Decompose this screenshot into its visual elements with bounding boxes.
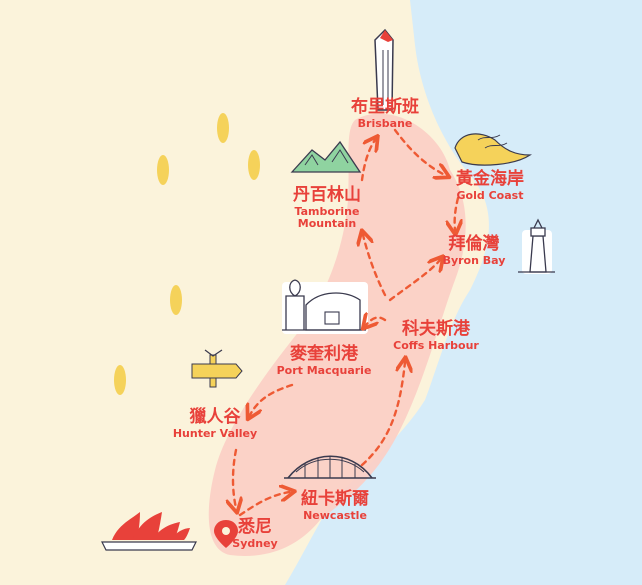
lighthouse-icon (518, 218, 555, 274)
route-tamborine-brisbane (360, 140, 375, 182)
place-name-zh: 科夫斯港 (401, 319, 470, 339)
place-name-en: Byron Bay (442, 253, 506, 267)
observatory-icon (282, 279, 368, 334)
route-byron-tamborine (363, 235, 387, 297)
bridge-icon (284, 455, 376, 479)
mountain-icon (290, 140, 362, 173)
place-name-en: Newcastle (303, 508, 367, 522)
tree-icon (248, 150, 260, 180)
route-newcastle-coffs (360, 362, 405, 467)
place-newcastle: 紐卡斯爾 Newcastle (301, 489, 369, 522)
place-name-en: Gold Coast (456, 188, 524, 202)
location-pin-icon (214, 520, 238, 548)
place-sydney: 悉尼 Sydney (232, 517, 278, 550)
place-tamborine-mountain: 丹百林山 Tamborine Mountain (293, 185, 361, 231)
place-coffs-harbour: 科夫斯港 Coffs Harbour (393, 319, 479, 352)
signpost-icon (191, 349, 243, 388)
route-coffs-byron (388, 260, 440, 302)
place-hunter-valley: 獵人谷 Hunter Valley (172, 407, 258, 440)
place-name-zh: 悉尼 (238, 517, 272, 537)
route-brisbane-goldcoast (393, 128, 445, 175)
route-hunter-sydney (233, 448, 236, 508)
place-gold-coast: 黃金海岸 Gold Coast (456, 169, 524, 202)
place-byron-bay: 拜倫灣 Byron Bay (442, 234, 506, 267)
tree-icon (217, 113, 229, 143)
place-name-en: Hunter Valley (172, 426, 258, 440)
tree-icon (170, 285, 182, 315)
beach-icon (454, 133, 532, 166)
place-name-zh: 丹百林山 (293, 185, 361, 205)
place-name-zh: 黃金海岸 (456, 169, 524, 189)
route-coffs-port (366, 318, 387, 325)
tree-icon (114, 365, 126, 395)
route-arrows (233, 128, 458, 515)
place-name-zh: 紐卡斯爾 (301, 489, 369, 509)
route-goldcoast-byron (455, 196, 458, 230)
ocean (285, 0, 642, 585)
place-name-zh: 麥奎利港 (290, 344, 358, 364)
place-brisbane: 布里斯班 Brisbane (351, 97, 419, 130)
route-region (208, 113, 466, 556)
place-name-zh: 布里斯班 (351, 97, 419, 117)
route-port-hunter (250, 383, 294, 415)
place-name-en-line2: Mountain (297, 217, 357, 231)
place-port-macquarie: 麥奎利港 Port Macquarie (276, 344, 372, 377)
tree-icon (157, 155, 169, 185)
tree-icons (114, 113, 260, 395)
place-name-en: Coffs Harbour (393, 338, 479, 352)
place-name-en: Port Macquarie (276, 363, 372, 377)
opera-house-icon (101, 512, 197, 551)
place-name-en: Tamborine (294, 204, 360, 218)
place-name-en: Sydney (232, 536, 278, 550)
brisbane-tower-icon (374, 28, 394, 111)
place-name-en: Brisbane (357, 116, 413, 130)
place-name-zh: 拜倫灣 (448, 234, 500, 254)
place-name-zh: 獵人谷 (189, 407, 241, 427)
